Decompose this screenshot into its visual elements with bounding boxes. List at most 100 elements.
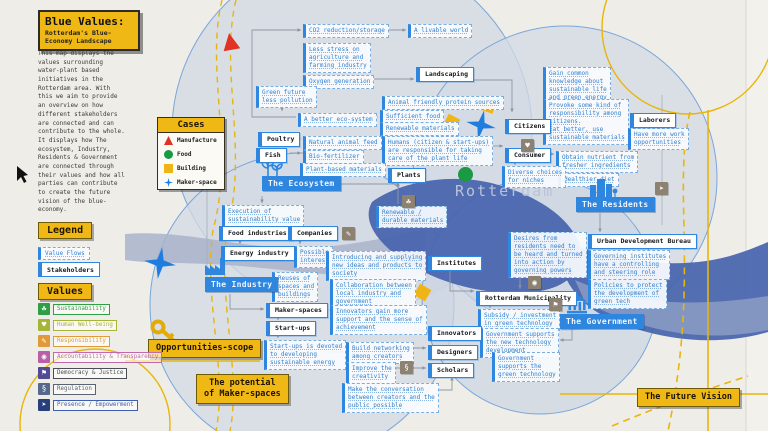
flow-node[interactable]: Subsidy / investment in green technology [478,309,561,332]
wellbeing-icon: ♥ [521,139,534,152]
value-item-label: Sustainability [53,303,110,315]
flow-node[interactable]: Diverse choices for niches [502,166,567,189]
stakeholder-node[interactable]: Maker-spaces [266,303,328,318]
regulation-icon: § [38,383,50,395]
cases-header: Cases [158,118,224,133]
value-item-regulation[interactable]: §Regulation [38,383,96,395]
responsibility-icon: ✎ [38,335,50,347]
legend-header: Legend [38,222,93,239]
flow-node[interactable]: Renewable materials [380,122,459,137]
case-item-maker-space[interactable]: Maker-space [158,175,224,189]
value-item-label: Accountability & Transparency [53,351,163,363]
triangle-icon [164,136,173,145]
democracy-icon: ⚑ [549,298,562,311]
case-item-building[interactable]: Building [158,161,224,175]
highlight-label[interactable]: The Future Vision [637,388,740,408]
stakeholder-node[interactable]: Citizens [505,119,552,134]
flow-node[interactable]: Make the conversation between creators a… [342,383,439,414]
page-subtitle: Rotterdam's Blue-Economy Landscape [45,29,112,46]
stakeholder-node[interactable]: Landscaping [416,67,475,82]
value-item-human-well-being[interactable]: ♥Human Well-being [38,319,117,331]
square-icon [164,164,173,173]
flow-node[interactable]: Humans (citizen & start-ups) are respons… [382,136,494,167]
stakeholder-node[interactable]: Innovators [428,326,483,341]
stakeholder-node[interactable]: Energy industry [221,246,295,261]
stakeholder-node[interactable]: Urban Development Bureau [588,234,697,249]
star-icon [164,178,173,187]
sustainability-icon: ☘ [402,195,415,208]
case-item-label: Manufacture [177,137,217,144]
flow-node[interactable]: Improve the creativity [346,362,396,385]
stakeholder-node[interactable]: Designers [428,345,479,360]
stakeholder-node[interactable]: Institutes [428,256,483,271]
stakeholder-node[interactable]: Scholars [428,363,475,378]
value-item-presence-empowerment[interactable]: ➤Presence / Empowerment [38,399,138,411]
value-item-label: Democracy & Justice [53,367,128,379]
flow-node[interactable]: A better eco-system [298,113,377,128]
flow-node[interactable]: Less stress on agriculture and farming i… [303,43,371,74]
flow-node[interactable]: Animal friendly protein sources [382,96,504,111]
value-item-label: Regulation [53,383,96,395]
value-item-responsibility[interactable]: ✎Responsibility [38,335,110,347]
factory-icon [204,257,226,280]
highlight-label[interactable]: Opportunities-scope [148,339,262,359]
accountability-icon: ◉ [38,351,50,363]
case-item-manufacture[interactable]: Manufacture [158,133,224,147]
flow-node[interactable]: Reuses of spaces and buildings [272,272,319,303]
case-item-food[interactable]: Food [158,147,224,161]
flow-node[interactable]: Oxygen generation [303,75,375,90]
section-label[interactable]: The Ecosystem [262,176,341,191]
flow-node[interactable]: Renewable / durable materials [376,206,448,229]
stakeholder-node[interactable]: Poultry [258,132,301,147]
stakeholder-node[interactable]: Food industries [219,226,293,241]
value-item-democracy-justice[interactable]: ⚑Democracy & Justice [38,367,128,379]
highlight-label[interactable]: The potential of Maker-spaces [196,374,289,405]
flow-node[interactable]: Introducing and supplying new ideas and … [326,251,427,282]
flow-node[interactable]: A livable world [408,24,473,39]
section-label[interactable]: The Industry [205,277,279,292]
flow-node[interactable]: Provoke some kind of responsibility amon… [543,99,629,146]
flow-node[interactable]: Green future less pollution [256,86,317,109]
flow-node[interactable]: Have more work opportunities [628,128,689,151]
flow-node[interactable]: Governing institutes have a controlling … [588,250,671,281]
value-item-label: Presence / Empowerment [53,399,138,411]
section-label[interactable]: The Residents [576,197,655,212]
values-header: Values [38,283,93,300]
legend-item-value-flows[interactable]: Value Flows [38,247,90,260]
title-box: Blue Values: Rotterdam's Blue-Economy La… [38,10,140,51]
flow-node[interactable]: Execution of sustainability value [222,205,305,228]
flow-node[interactable]: Policies to protect the development of g… [588,279,667,310]
flow-node[interactable]: Plant-based materials [300,163,386,178]
presence-icon: ➤ [38,399,50,411]
value-item-sustainability[interactable]: ☘Sustainability [38,303,110,315]
case-item-label: Food [177,151,192,158]
flow-node[interactable]: Collaboration between local industry and… [330,279,416,310]
value-item-accountability-transparency[interactable]: ◉Accountability & Transparency [38,351,163,363]
flow-node[interactable]: Natural animal feed [303,136,382,151]
section-label[interactable]: The Government [560,314,644,329]
stakeholder-node[interactable]: Plants [388,168,427,183]
regulation-icon: § [400,361,413,374]
flow-node[interactable]: Start-ups is devoted to developing susta… [264,340,347,371]
stakeholder-node[interactable]: Companies [288,226,339,241]
legend-item-stakeholders[interactable]: Stakeholders [38,262,100,277]
stakeholder-node[interactable]: Fish [256,148,287,163]
flow-node[interactable]: Gain common knowledge about sustainable … [543,67,611,106]
flow-node[interactable]: Bio-fertilizer [303,150,364,165]
stakeholder-node[interactable]: Start-ups [266,321,317,336]
flow-node[interactable]: Government supports the green technology [492,352,560,383]
accountability-icon: ◉ [528,276,541,289]
food-marker [458,167,473,182]
sustainability-icon: ☘ [38,303,50,315]
city-icon [590,176,618,201]
flow-node[interactable]: Obtain nutrient from fresher ingredients [556,151,639,174]
stakeholder-node[interactable]: Laborers [630,113,677,128]
flow-node[interactable]: Desires from residents need to be heard … [508,232,587,279]
responsibility-icon: ✎ [342,227,355,240]
description-text: This map displays the values surrounding… [38,50,125,214]
flow-node[interactable]: Innovators gain more support and the sen… [330,305,427,336]
flow-node[interactable]: CO2 reduction/storage [303,24,389,39]
